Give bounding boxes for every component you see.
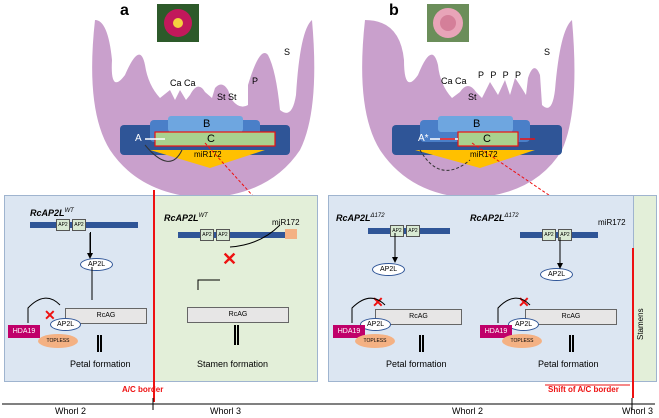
whorl2-a-label: Whorl 2: [55, 406, 87, 416]
label-sepal-a: S: [284, 47, 291, 57]
label-petal-a: P: [252, 76, 259, 86]
gene-sup-a3: WT: [198, 213, 208, 219]
mirna-label-a: miR172: [194, 150, 222, 159]
repress-a2: [27, 297, 61, 323]
label-sepal-b: S: [544, 47, 551, 57]
whorl2-b-label: Whorl 2: [452, 406, 484, 416]
flower-a-body: [92, 20, 315, 198]
label-stamen-b: St: [468, 92, 477, 102]
rcag-box-b1: RcAG: [375, 309, 462, 325]
shift-label: Shift of A/C border: [548, 385, 619, 394]
topless-a2: TOPLESS: [38, 334, 78, 348]
panel-b-main-box: [328, 195, 635, 382]
ap2-box-a2-1: AP2: [56, 219, 70, 231]
label-domain-b-b: B: [473, 118, 481, 130]
label-petals-b: P P P P: [478, 70, 524, 80]
panel-a-letter: a: [120, 2, 129, 19]
rose-center-a: [173, 18, 183, 28]
mirna-label-b: miR172: [470, 150, 498, 159]
panel-b-stamen-box: [633, 195, 657, 382]
shifted-border-line: [632, 248, 634, 398]
ap2-box-b2-2: AP2: [558, 229, 572, 241]
gene-label-b1: RcAP2LΔ172: [336, 213, 385, 223]
mirna-site-a3: [285, 229, 297, 239]
mirna-wedge-b: [415, 150, 535, 168]
label-domain-a-a: A: [135, 133, 142, 144]
ap2-box-a3-2: AP2: [216, 229, 230, 241]
ap2l-protein-b2: AP2L: [540, 268, 574, 281]
gene-sup-b1: Δ172: [370, 213, 385, 219]
domain-c-box: [154, 131, 276, 147]
whorl3-b-label: Whorl 3: [622, 406, 654, 416]
whorl-axis: [2, 398, 655, 410]
gene-bar-a3: [178, 232, 296, 238]
label-domain-a-b: A*: [418, 133, 429, 144]
repress-b2: [497, 297, 531, 323]
domain-b-inner: [168, 116, 243, 132]
ac-border-label: A/C border: [122, 385, 164, 394]
arrow-mirna-a3: [229, 224, 281, 248]
label-domain-c-a: C: [207, 133, 215, 145]
cross-a3: ✕: [222, 249, 238, 269]
ap2l-protein-a2b: AP2L: [50, 318, 82, 331]
rcag-box-b2: RcAG: [525, 309, 617, 325]
ap2-box-b1-2: AP2: [406, 225, 420, 237]
ap2-box-a3-1: AP2: [200, 229, 214, 241]
a-star-curve: [419, 149, 471, 171]
mirna-wedge-a: [150, 150, 265, 168]
a-c-border-line: [153, 190, 155, 402]
mirna-label-b2: miR172: [598, 218, 626, 227]
flower-b-body: [362, 20, 575, 198]
ap2l-protein-b1b: AP2L: [360, 318, 392, 331]
arrowhead-a2-1: [87, 253, 93, 259]
gene-sup-b2: Δ172: [504, 213, 519, 219]
label-domain-b-a: B: [203, 118, 211, 130]
gene-sup-a2: WT: [64, 208, 74, 214]
label-carpel-b: Ca Ca: [441, 76, 467, 86]
rcag-box-a2: RcAG: [65, 308, 147, 324]
gene-label-a3: RcAP2LWT: [164, 213, 208, 223]
gene-name-b1: RcAP2L: [336, 213, 371, 223]
cross-a2: ✕: [44, 307, 56, 323]
arrows-overlay: [27, 224, 630, 386]
arrowhead-b1-1: [392, 257, 398, 263]
label-stamen-a: St St: [217, 92, 237, 102]
label-domain-c-b: C: [483, 133, 491, 145]
whorl3-a-label: Whorl 3: [210, 406, 242, 416]
arrow-promoter-a3: [197, 279, 220, 290]
label-carpel-a: Ca Ca: [170, 78, 196, 88]
arrowhead-b2-1: [557, 263, 563, 269]
topless-b1: TOPLESS: [355, 334, 395, 348]
mirna-label-a3: miR172: [272, 218, 300, 227]
rcag-box-a3: RcAG: [187, 307, 289, 323]
cross-b2: ✕: [518, 294, 530, 310]
ap2l-protein-a2: AP2L: [80, 258, 114, 271]
gene-label-a2: RcAP2LWT: [30, 208, 74, 218]
panel-a-whorl3-box: [154, 195, 318, 382]
panel-b-letter: b: [389, 2, 399, 19]
cross-b1: ✕: [372, 294, 384, 310]
gene-name-a2: RcAP2L: [30, 208, 65, 218]
hda19-box-b1: HDA19: [333, 325, 365, 338]
hda19-box-b2: HDA19: [480, 325, 512, 338]
gene-name-b2: RcAP2L: [470, 213, 505, 223]
flower-b: [362, 20, 631, 250]
ap2l-protein-b1: AP2L: [372, 263, 406, 276]
a-curve: [144, 144, 183, 162]
domain-b-inner-b: [438, 116, 513, 132]
ap2-box-a2-2: AP2: [72, 219, 86, 231]
outcome-b2: Petal formation: [538, 359, 599, 369]
outcome-a2: Petal formation: [70, 359, 131, 369]
rose-center-b: [440, 15, 456, 31]
outcome-a3: Stamen formation: [197, 359, 269, 369]
ap2-box-b1-1: AP2: [390, 225, 404, 237]
hda19-box-a2: HDA19: [8, 325, 40, 338]
gene-name-a3: RcAP2L: [164, 213, 199, 223]
ap2-box-b2-1: AP2: [542, 229, 556, 241]
outcome-b1: Petal formation: [386, 359, 447, 369]
topless-b2: TOPLESS: [502, 334, 542, 348]
gene-label-b2: RcAP2LΔ172: [470, 213, 519, 223]
ap2l-protein-b2b: AP2L: [508, 318, 540, 331]
repress-b1: [351, 297, 386, 323]
